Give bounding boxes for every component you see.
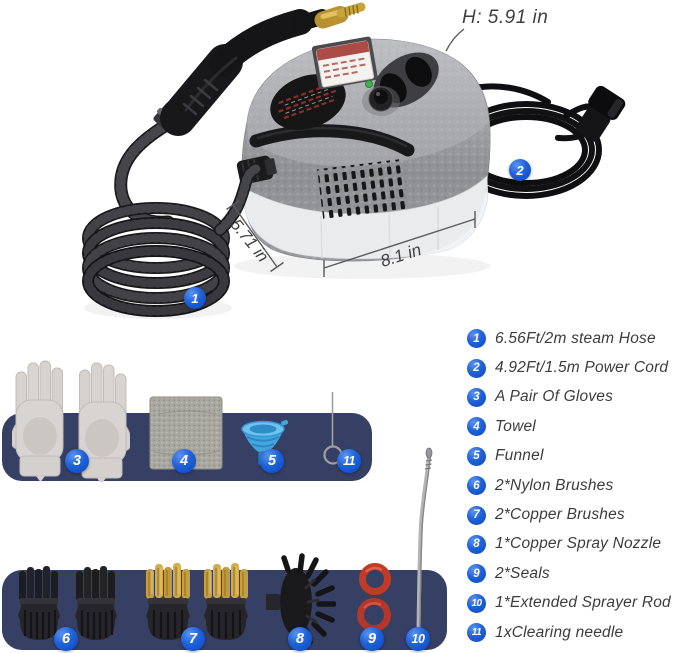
item-number-badge: 5 <box>467 446 486 466</box>
item-number-badge: 1 <box>467 329 486 349</box>
parts-list-item: 3 A Pair Of Gloves <box>467 383 671 412</box>
steam-cleaner-body <box>236 36 491 262</box>
water-tank <box>243 175 489 260</box>
item-number-badge: 11 <box>467 623 486 643</box>
spray-gun <box>153 2 366 136</box>
callout-badge-10: 10 <box>406 627 430 651</box>
parts-list-item: 7 2*Copper Brushes <box>467 500 671 529</box>
item-label: 1*Extended Sprayer Rod <box>495 594 671 612</box>
item-number-badge: 6 <box>467 476 486 496</box>
item-number-badge: 3 <box>467 387 486 407</box>
glove-left <box>12 360 64 482</box>
item-label: 2*Nylon Brushes <box>495 476 614 494</box>
callout-badge-9: 9 <box>360 627 384 651</box>
callout-badge-5: 5 <box>260 449 284 473</box>
side-handle <box>249 124 415 157</box>
brass-nozzle-tip <box>314 2 366 29</box>
parts-list-item: 1 6.56Ft/2m steam Hose <box>467 324 671 353</box>
callout-badge-8: 8 <box>288 627 312 651</box>
parts-list-item: 6 2*Nylon Brushes <box>467 471 671 500</box>
item-number-badge: 8 <box>467 534 486 554</box>
parts-list-item: 4 Towel <box>467 412 671 441</box>
callout-badge-2: 2 <box>509 159 531 181</box>
item-number-badge: 4 <box>467 417 486 437</box>
power-led <box>365 80 373 88</box>
seals-illustration <box>357 563 391 632</box>
parts-list-item: 11 1xClearing needle <box>467 618 671 647</box>
power-plug <box>554 85 626 142</box>
vent-grille <box>317 158 409 221</box>
item-label: Towel <box>495 417 536 435</box>
callout-badge-3: 3 <box>65 449 89 473</box>
parts-list-item: 9 2*Seals <box>467 559 671 588</box>
dimension-lines <box>226 28 476 277</box>
item-label: 6.56Ft/2m steam Hose <box>495 329 656 347</box>
item-number-badge: 7 <box>467 505 486 525</box>
warning-sticker <box>311 36 378 90</box>
item-label: 1xClearing needle <box>495 623 624 641</box>
parts-list-item: 10 1*Extended Sprayer Rod <box>467 589 671 618</box>
item-label: 2*Seals <box>495 564 550 582</box>
depth-dimension-line <box>226 199 284 273</box>
callout-badge-1: 1 <box>184 287 206 309</box>
height-leader-line <box>445 28 465 52</box>
product-photo-illustration <box>82 2 626 319</box>
callout-badge-6: 6 <box>54 627 78 651</box>
parts-list-item: 8 1*Copper Spray Nozzle <box>467 530 671 559</box>
callout-badge-7: 7 <box>181 627 205 651</box>
parts-list-item: 5 Funnel <box>467 442 671 471</box>
item-number-badge: 9 <box>467 564 486 584</box>
parts-list: 1 6.56Ft/2m steam Hose 2 4.92Ft/1.5m Pow… <box>467 324 671 647</box>
parts-list-item: 2 4.92Ft/1.5m Power Cord <box>467 353 671 382</box>
callout-badge-4: 4 <box>172 449 196 473</box>
sprayer-rod-illustration <box>414 447 433 639</box>
funnel-illustration <box>241 419 288 466</box>
item-label: 4.92Ft/1.5m Power Cord <box>495 359 669 377</box>
control-knob <box>362 86 400 116</box>
hose-coil <box>82 202 230 317</box>
width-dimension-line <box>323 211 476 277</box>
height-dimension-label: H: 5.91 in <box>462 7 549 28</box>
item-label: 2*Copper Brushes <box>495 506 625 524</box>
item-label: Funnel <box>495 447 544 465</box>
item-number-badge: 10 <box>467 593 486 613</box>
item-label: 1*Copper Spray Nozzle <box>495 535 662 553</box>
spray-nozzle-illustration <box>266 553 336 646</box>
item-label: A Pair Of Gloves <box>495 388 614 406</box>
callout-badge-11: 11 <box>337 449 361 473</box>
steam-hose <box>82 117 264 317</box>
item-number-badge: 2 <box>467 358 486 378</box>
